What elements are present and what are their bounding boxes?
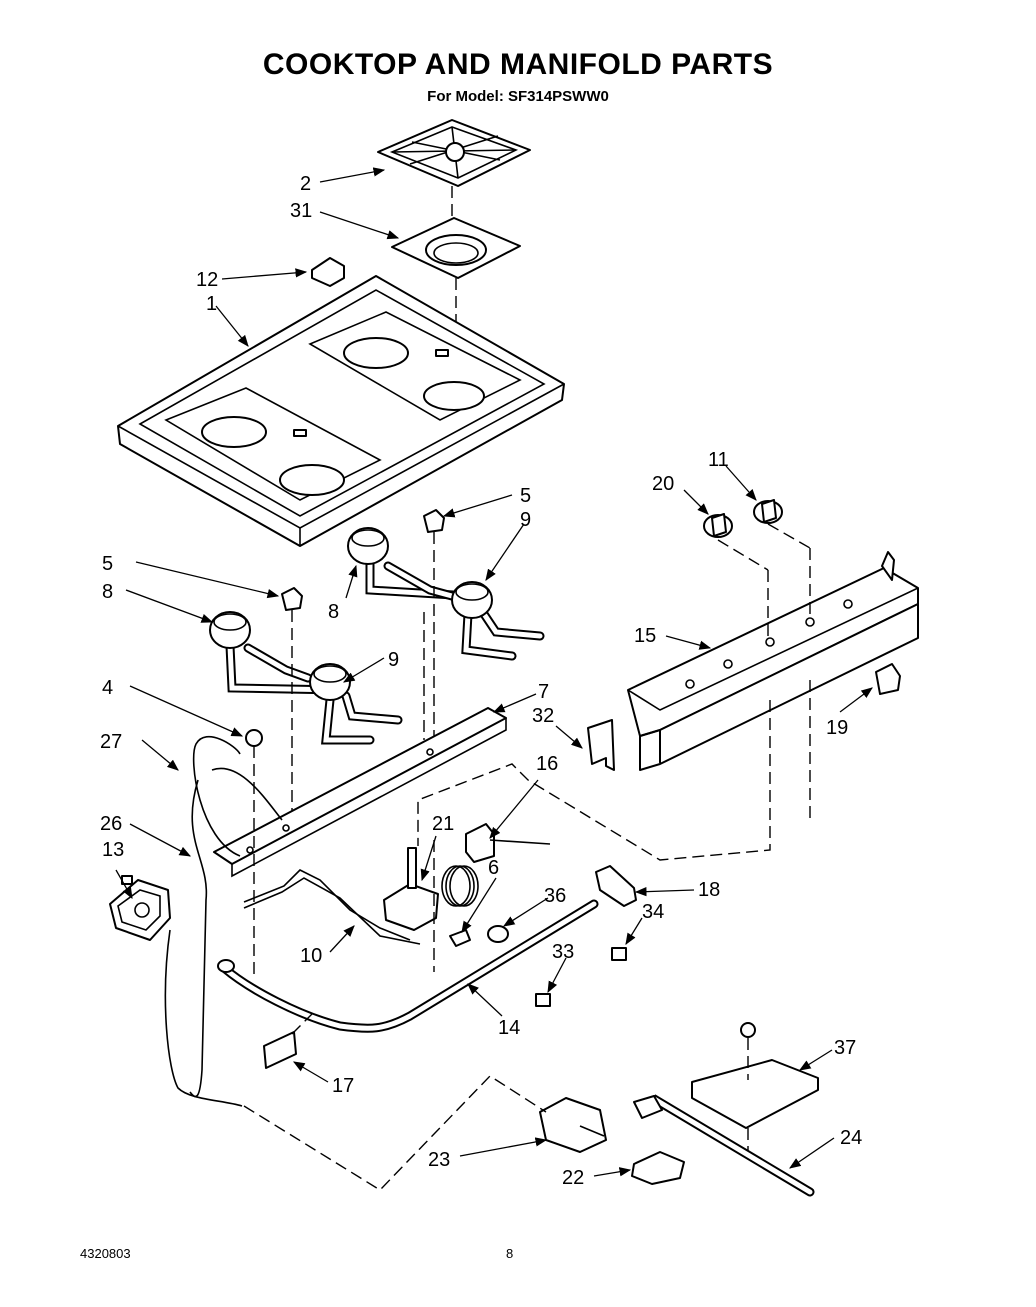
callout-24: 24: [840, 1127, 862, 1149]
page-number: 8: [506, 1246, 514, 1261]
burner-assembly-left: [209, 611, 403, 745]
callout-22: 22: [562, 1167, 584, 1189]
orifice-holder: [465, 823, 551, 863]
bracket-17: [263, 1031, 297, 1069]
fitting-36: [487, 925, 509, 943]
burner-grate: [377, 119, 531, 187]
callout-1: 1: [206, 293, 217, 315]
burner-clip-left: [281, 587, 303, 611]
callout-labels: 2 31 12 1 5 9 11 20 5 8 8 15 9 4 7 32 19…: [100, 173, 862, 1189]
burner-assembly-right: [347, 527, 545, 661]
ignition-tubing: [243, 869, 411, 941]
callout-34: 34: [642, 901, 664, 923]
callout-17: 17: [332, 1075, 354, 1097]
callout-8-right: 8: [328, 601, 339, 623]
callout-31: 31: [290, 200, 312, 222]
shield-nut: [740, 1022, 756, 1038]
callout-12: 12: [196, 269, 218, 291]
callout-7: 7: [538, 681, 549, 703]
callout-14: 14: [498, 1017, 520, 1039]
igniter-22: [631, 1151, 685, 1185]
callout-20: 20: [652, 473, 674, 495]
callout-27: 27: [100, 731, 122, 753]
callout-9-right: 9: [520, 509, 531, 531]
broiler-shield: [691, 1059, 819, 1129]
gas-tube-26: [189, 779, 208, 1098]
callout-2: 2: [300, 173, 311, 195]
igniter-tube: [633, 1094, 815, 1197]
orifice-6: [449, 929, 471, 947]
callout-26: 26: [100, 813, 122, 835]
bracket-18: [595, 865, 637, 907]
burner-valve: [539, 1097, 607, 1153]
nut: [245, 729, 263, 747]
callout-4: 4: [102, 677, 113, 699]
switch-19: [875, 663, 901, 695]
manifold-pipe: [217, 899, 599, 1033]
callout-21: 21: [432, 813, 454, 835]
callout-10: 10: [300, 945, 322, 967]
callout-6: 6: [488, 857, 499, 879]
callout-13: 13: [102, 839, 124, 861]
cooktop-frame: [117, 275, 565, 547]
page-title: COOKTOP AND MANIFOLD PARTS: [262, 48, 774, 81]
callout-18: 18: [698, 879, 720, 901]
burner-support-bracket: [213, 707, 507, 878]
pressure-regulator: [109, 875, 171, 941]
cooktop-bracket: [311, 257, 345, 287]
callout-9-left: 9: [388, 649, 399, 671]
callout-33: 33: [552, 941, 574, 963]
drip-bowl: [391, 217, 521, 279]
callout-16: 16: [536, 753, 558, 775]
callout-23: 23: [428, 1149, 450, 1171]
callout-37: 37: [834, 1037, 856, 1059]
manifold-panel: [627, 551, 919, 771]
control-knob-11: [753, 499, 783, 524]
callout-11: 11: [708, 449, 729, 471]
model-subtitle: For Model: SF314PSWW0: [427, 88, 609, 105]
gas-tube-27: [192, 736, 241, 857]
control-knob-20: [703, 513, 733, 538]
igniter-coil: [441, 865, 479, 907]
screw-34: [611, 947, 627, 961]
callout-32: 32: [532, 705, 554, 727]
burner-clip-right: [423, 509, 445, 533]
callout-leaders: [115, 167, 873, 1177]
callout-8-left: 8: [102, 581, 113, 603]
document-number: 4320803: [80, 1246, 131, 1261]
callout-5-left: 5: [102, 553, 113, 575]
callout-36: 36: [544, 885, 566, 907]
callout-15: 15: [634, 625, 656, 647]
screw-33: [535, 993, 551, 1007]
callout-19: 19: [826, 717, 848, 739]
callout-5-right: 5: [520, 485, 531, 507]
spark-ignition-module: [383, 847, 439, 931]
heat-shield: [587, 719, 615, 771]
